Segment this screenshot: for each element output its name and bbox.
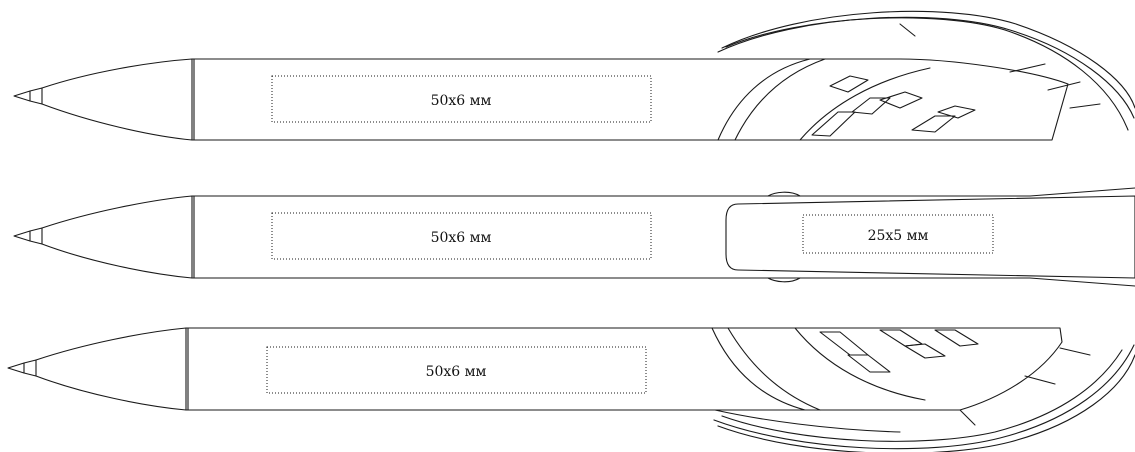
print-area-2 xyxy=(271,212,652,260)
pen-side-view: 50x6 мм 25x5 мм xyxy=(13,187,1135,287)
print-area-2-label: 50x6 мм xyxy=(431,230,492,246)
pen-barrel xyxy=(185,327,1063,411)
pen-barrel xyxy=(191,58,1069,141)
pen-barrel xyxy=(191,187,1135,287)
print-area-1-label: 50x6 мм xyxy=(431,93,492,109)
print-area-3-label: 50x6 мм xyxy=(426,364,487,380)
print-area-3 xyxy=(266,346,647,394)
pen-grip-cutouts xyxy=(711,327,979,411)
pen-bottom-view: 50x6 мм xyxy=(7,327,1135,452)
pen-clip xyxy=(725,195,1135,279)
pen-clip xyxy=(717,10,1135,131)
print-area-1 xyxy=(271,75,652,123)
pen-tip xyxy=(7,327,187,411)
pen-tip xyxy=(13,195,193,279)
pen-top-view: 50x6 мм xyxy=(13,10,1135,141)
pen-tip xyxy=(13,58,193,141)
pen-grip-cutouts xyxy=(717,58,976,141)
clip-print-area-label: 25x5 мм xyxy=(868,228,929,244)
pen-clip xyxy=(713,344,1135,452)
